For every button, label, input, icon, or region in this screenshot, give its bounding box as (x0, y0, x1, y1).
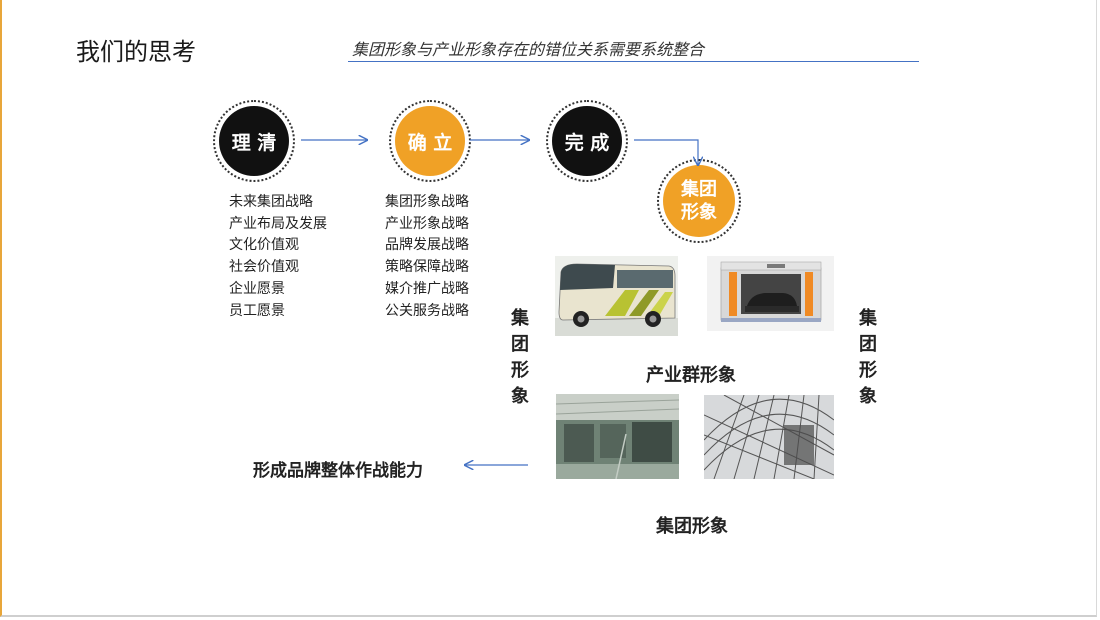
list-item: 品牌发展战略 (385, 237, 469, 254)
subtitle-underline (348, 61, 919, 62)
right-side-label: 集团形象 (859, 308, 877, 407)
steel-structure-photo (704, 395, 834, 479)
list-item: 媒介推广战略 (385, 280, 469, 297)
list-item: 策略保障战略 (385, 259, 469, 276)
industry-cluster-caption: 产业群形象 (646, 365, 736, 386)
arrow-complete-to-result (634, 139, 698, 165)
result-line-1: 集团 (681, 179, 717, 200)
result-group-image-circle: 集团 形象 (663, 165, 735, 237)
step-clarify-label: 理 清 (231, 131, 277, 154)
establish-list: 集团形象战略 产业形象战略 品牌发展战略 策略保障战略 媒介推广战略 公关服务战… (385, 192, 469, 322)
factory-interior-photo (556, 394, 679, 479)
clarify-list: 未来集团战略 产业布局及发展 文化价值观 社会价值观 企业愿景 员工愿景 (229, 192, 327, 322)
step-establish-label: 确 立 (407, 131, 453, 154)
list-item: 社会价值观 (229, 259, 299, 276)
list-item: 公关服务战略 (385, 302, 469, 319)
step-establish: 确 立 (389, 100, 471, 182)
step-complete: 完 成 (546, 100, 628, 182)
list-item: 企业愿景 (229, 280, 285, 297)
result-group-image: 集团 形象 (657, 159, 741, 243)
list-item: 集团形象战略 (385, 194, 469, 210)
list-item: 产业形象战略 (385, 215, 469, 232)
page-title: 我们的思考 (76, 38, 196, 66)
step-clarify-circle: 理 清 (219, 106, 289, 176)
list-item: 产业布局及发展 (229, 215, 327, 232)
step-establish-circle: 确 立 (395, 106, 465, 176)
outcome-caption: 形成品牌整体作战能力 (253, 461, 423, 481)
bus-photo (555, 256, 678, 336)
result-line-2: 形象 (681, 202, 717, 223)
step-complete-circle: 完 成 (552, 106, 622, 176)
page-subtitle: 集团形象与产业形象存在的错位关系需要系统整合 (352, 40, 705, 59)
left-side-label: 集团形象 (511, 308, 529, 407)
group-image-caption: 集团形象 (656, 516, 728, 537)
list-item: 文化价值观 (229, 237, 299, 254)
step-clarify: 理 清 (213, 100, 295, 182)
step-complete-label: 完 成 (564, 131, 610, 154)
list-item: 未来集团战略 (229, 194, 313, 210)
list-item: 员工愿景 (229, 302, 285, 319)
spray-booth-photo (707, 256, 834, 331)
